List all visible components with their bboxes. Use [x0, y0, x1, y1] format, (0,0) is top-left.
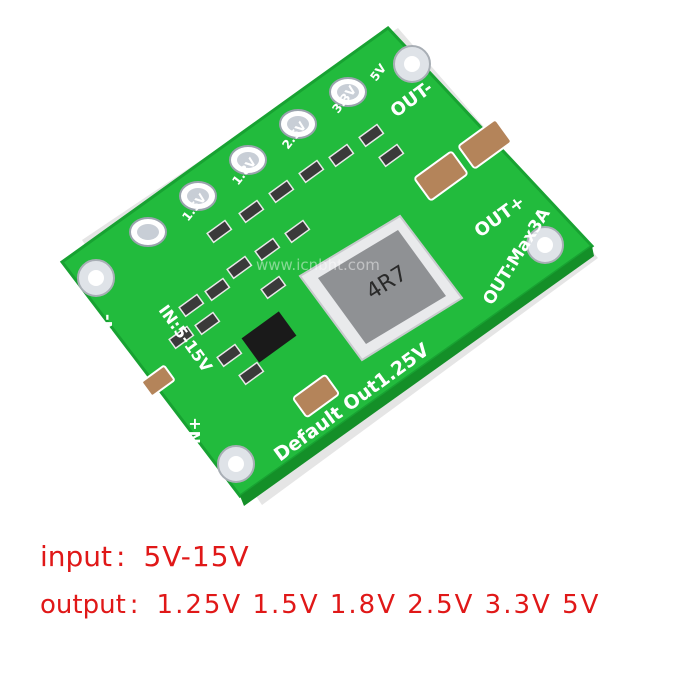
- input-label: input: [40, 540, 113, 573]
- output-value: 1.25V 1.5V 1.8V 2.5V 3.3V 5V: [156, 590, 601, 620]
- pcb-photo: 1.5V 1.8V 2.5V 3.3V 5V 4R7: [59, 26, 598, 506]
- ic-chip: [241, 311, 297, 363]
- in-minus-label: IN-: [97, 314, 116, 340]
- smd-resistors: [168, 123, 405, 386]
- capacitor: [458, 119, 512, 169]
- mounting-hole: [217, 445, 255, 483]
- capacitor: [292, 374, 340, 418]
- inductor: 4R7: [298, 214, 464, 362]
- input-colon: :: [116, 540, 126, 573]
- mounting-hole: [77, 259, 115, 297]
- input-value: 5V-15V: [143, 540, 250, 573]
- mounting-hole: [526, 226, 564, 264]
- capacitor: [414, 151, 468, 201]
- board-edge: [240, 246, 594, 506]
- input-spec: input:5V-15V: [40, 540, 250, 573]
- capacitor: [141, 365, 175, 397]
- mounting-hole: [393, 45, 431, 83]
- output-colon: :: [129, 590, 139, 620]
- jumper-pads: [129, 77, 367, 247]
- watermark: www.icnbht.com: [256, 256, 380, 274]
- output-spec: output:1.25V 1.5V 1.8V 2.5V 3.3V 5V: [40, 590, 600, 620]
- output-label: output: [40, 590, 126, 620]
- in-plus-label: IN+: [185, 417, 204, 450]
